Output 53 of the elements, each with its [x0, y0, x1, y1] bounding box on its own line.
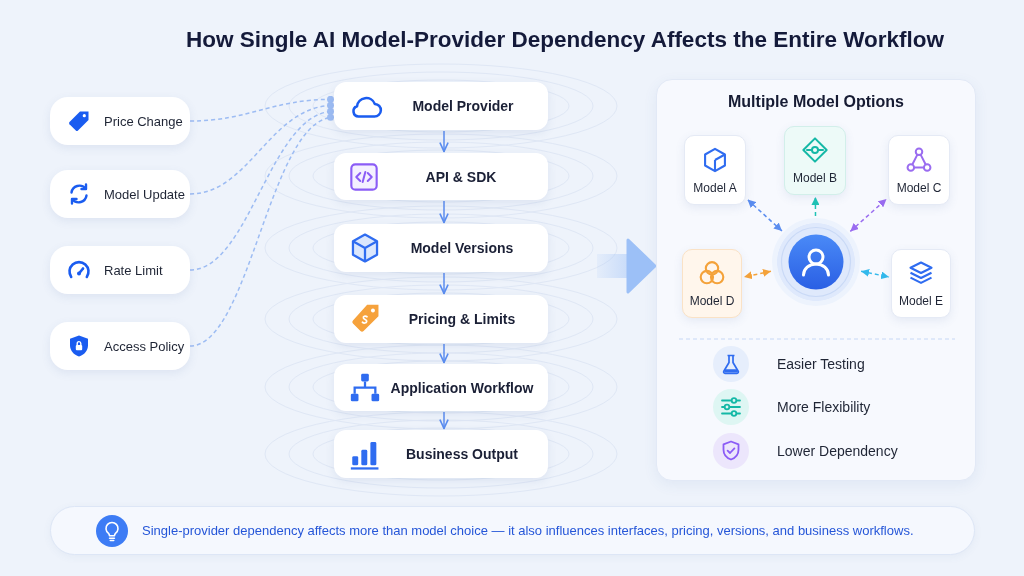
event-card [50, 246, 190, 294]
event-card [50, 322, 190, 370]
model-label: Model E [899, 294, 943, 308]
panel-heading: Multiple Model Options [727, 93, 905, 111]
model-card [888, 135, 950, 205]
model-card [784, 126, 846, 195]
model-card [684, 135, 746, 205]
event-label: Model Update [104, 186, 185, 202]
step-label: Business Output [405, 446, 519, 462]
event-label: Rate Limit [104, 262, 163, 278]
benefit-label: Lower Dependency [777, 442, 898, 460]
benefit-label: More Flexibility [777, 398, 871, 416]
event-label: Access Policy [104, 338, 185, 354]
dashed-connector-line [189, 102, 335, 195]
note-banner [50, 506, 975, 555]
step-card [334, 430, 548, 478]
block-arrow [597, 238, 657, 294]
benefit-label: Easier Testing [777, 355, 865, 373]
step-label: Model Versions [409, 240, 515, 256]
model-label: Model B [793, 171, 837, 185]
step-card [334, 295, 548, 343]
model-card [891, 249, 951, 318]
diagram-title: How Single AI Model-Provider Dependency Affects the Entire Workflow [185, 27, 945, 53]
model-label: Model A [693, 180, 737, 195]
step-label: Application Workflow [389, 379, 535, 396]
dashed-double-arrow [860, 268, 890, 280]
event-card [50, 170, 190, 218]
event-card [50, 97, 190, 145]
model-label: Model C [896, 180, 942, 195]
model-card [682, 249, 742, 318]
step-card [334, 82, 548, 130]
note-text: Single-provider dependency affects more than model choice — it also influences interfaces, pricing, versions, and business workflows. [142, 523, 914, 538]
step-label: Pricing & Limits [407, 311, 517, 327]
arrow [439, 272, 449, 295]
dashed-double-arrow [743, 269, 772, 280]
arrow [439, 130, 449, 153]
dashed-connector-line [189, 95, 335, 122]
options-panel [656, 79, 976, 481]
arrow [439, 343, 449, 364]
event-label: Price Change [104, 113, 183, 129]
step-card [334, 364, 548, 411]
dashed-connector-line [189, 114, 335, 347]
dashed-double-arrow [849, 198, 888, 233]
model-label: Model D [689, 294, 735, 308]
dashed-double-arrow [746, 198, 783, 232]
arrow [439, 200, 449, 224]
dashed-arrow [811, 196, 820, 217]
dashed-connector-line [189, 108, 335, 271]
step-card [334, 224, 548, 272]
arrow [439, 411, 449, 430]
step-card [334, 153, 548, 200]
step-label: API & SDK [424, 168, 498, 185]
step-label: Model Provider [411, 98, 515, 114]
